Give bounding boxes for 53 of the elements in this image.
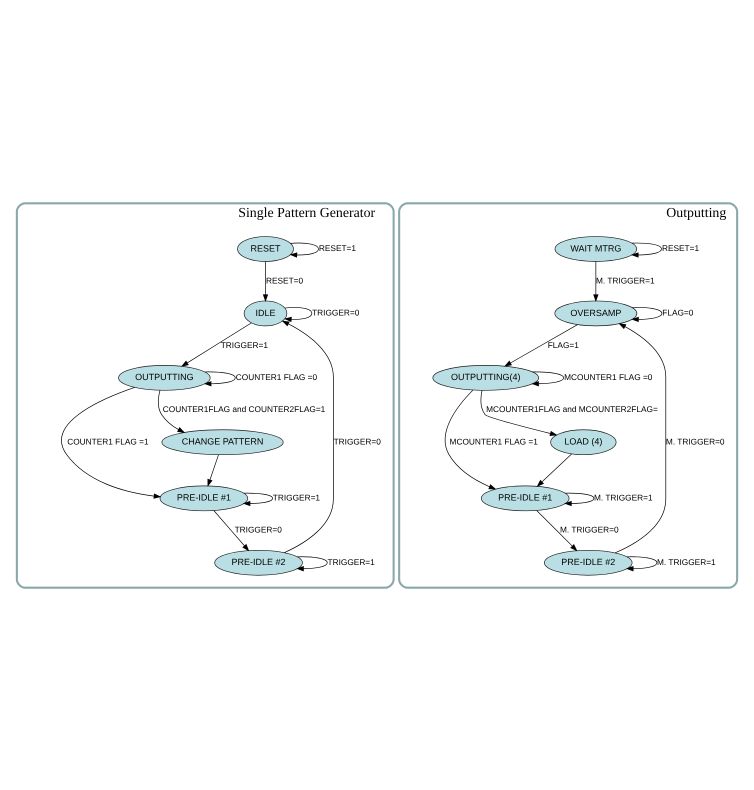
arrow: [290, 242, 319, 258]
edge-label: MCOUNTER1FLAG and MCOUNTER2FLAG=: [486, 404, 658, 414]
arrow: [296, 556, 328, 571]
node-ellipse: RESET: [237, 236, 294, 262]
edge-label: FLAG=0: [662, 307, 694, 318]
edge-label: COUNTER1FLAG and COUNTER2FLAG=1: [162, 404, 326, 414]
arrow: [284, 306, 312, 322]
edge-label: RESET=0: [266, 274, 304, 285]
arrow: [626, 556, 658, 571]
arrow: [614, 322, 666, 553]
arrow: [593, 260, 599, 302]
node-ellipse: PRE-IDLE #1: [160, 485, 248, 511]
edge-label: M. TRIGGER=1: [594, 492, 653, 502]
edge-label: MCOUNTER1 FLAG =0: [564, 371, 652, 382]
arrow: [208, 454, 219, 486]
arrow: [282, 320, 334, 553]
edge-label: COUNTER1 FLAG =1: [67, 436, 149, 446]
edge-label: TRIGGER=0: [234, 524, 282, 534]
node-ellipse: PRE-IDLE #1: [481, 485, 570, 511]
arrow: [564, 492, 594, 506]
arrow: [61, 386, 162, 498]
edge-label: RESET=1: [318, 242, 356, 253]
arrow: [504, 324, 578, 366]
arrow: [536, 510, 578, 551]
arrow: [630, 242, 662, 258]
edge-label: M. TRIGGER=0: [666, 436, 725, 446]
arrow: [242, 492, 273, 506]
arrow: [480, 390, 558, 436]
edge-label: M. TRIGGER=1: [657, 556, 716, 566]
edge-label: COUNTER1 FLAG =0: [236, 371, 318, 382]
node-ellipse: WAIT MTRG: [554, 236, 638, 262]
arrow: [214, 510, 250, 551]
arrow: [631, 306, 662, 322]
node-ellipse: IDLE: [244, 300, 288, 326]
arrow: [536, 453, 572, 486]
edge-label: TRIGGER=1: [220, 339, 268, 350]
edge-label: FLAG=1: [548, 339, 579, 350]
edge-label: M. TRIGGER=0: [560, 524, 619, 534]
node-ellipse: OVERSAMP: [554, 300, 638, 326]
edge-label: TRIGGER=1: [272, 492, 320, 502]
arrow: [158, 390, 186, 432]
arrow: [262, 260, 268, 302]
edge-label: MCOUNTER1 FLAG =1: [450, 436, 538, 446]
edge-label: TRIGGER=0: [312, 307, 360, 318]
arrow: [204, 371, 236, 386]
arrow: [180, 322, 252, 366]
edge-label: M. TRIGGER=1: [596, 274, 655, 285]
edge-label: TRIGGER=1: [328, 556, 375, 566]
arrow: [531, 371, 564, 386]
arrow: [444, 389, 496, 490]
node-ellipse: CHANGE PATTERN: [162, 428, 284, 455]
edge-label: RESET=1: [662, 242, 700, 253]
edge-label: TRIGGER=0: [334, 436, 381, 446]
